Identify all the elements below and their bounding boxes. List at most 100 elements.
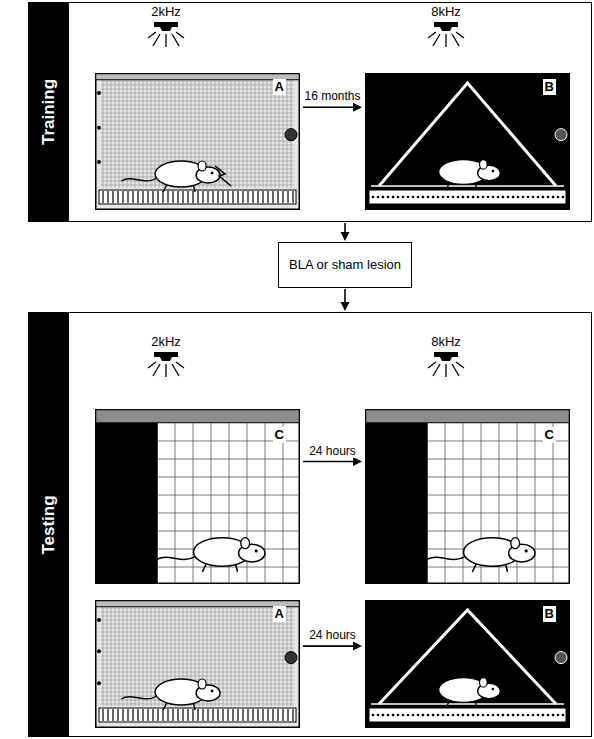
chamber-lid <box>366 410 570 423</box>
floor-bar <box>262 191 263 203</box>
mesh-line <box>101 149 294 150</box>
floor-hole <box>507 196 510 199</box>
floor-hole <box>422 196 425 199</box>
grid-line <box>157 531 299 532</box>
mesh-line <box>101 109 294 110</box>
floor-hole <box>542 714 545 717</box>
sound-ray <box>172 364 179 376</box>
floor-bar <box>232 191 233 203</box>
mesh-line <box>235 608 236 706</box>
floor-hole <box>452 196 455 199</box>
floor-bar <box>157 191 158 203</box>
triangle-insert <box>379 83 556 186</box>
floor-bar <box>197 191 198 203</box>
floor-bar <box>212 709 213 721</box>
floor-hole <box>482 714 485 717</box>
mesh-line <box>101 648 294 649</box>
mesh-line <box>101 133 294 134</box>
connector-arrow <box>303 642 362 651</box>
test-chamber: C <box>365 409 570 584</box>
floor-bar <box>152 709 153 721</box>
sound-ray <box>445 34 446 47</box>
connector-line <box>303 645 354 647</box>
floor-bar <box>257 191 258 203</box>
floor-hole <box>402 196 405 199</box>
floor-hole <box>467 196 470 199</box>
floor-bar <box>147 191 148 203</box>
floor-bar <box>222 709 223 721</box>
floor-bar <box>232 709 233 721</box>
grid-line <box>283 423 284 583</box>
chamber-lever <box>555 652 567 664</box>
floor-hole <box>532 714 535 717</box>
arrow-head <box>353 103 362 112</box>
chamber-screw <box>97 126 101 130</box>
sound-ray <box>148 32 156 38</box>
mesh-line <box>143 608 144 706</box>
rat-tail <box>426 556 466 559</box>
speaker-icon <box>428 352 464 377</box>
mesh-line <box>147 608 148 706</box>
mesh-line <box>151 608 152 706</box>
mesh-line <box>275 608 276 706</box>
floor-hole <box>377 714 380 717</box>
edge-label: 24 hours <box>308 628 357 642</box>
floor-bar <box>287 191 288 203</box>
floor-hole <box>427 714 430 717</box>
grid-line <box>553 423 554 583</box>
grid-line <box>427 531 569 532</box>
rat-tail <box>406 176 440 179</box>
mesh-line <box>101 656 294 657</box>
sound-ray <box>176 32 184 38</box>
connector-line <box>344 289 346 303</box>
floor-hole <box>522 714 525 717</box>
floor-hole <box>547 714 550 717</box>
mesh-line <box>259 608 260 706</box>
floor-hole <box>562 196 565 199</box>
floor-bar <box>117 191 118 203</box>
mesh-line <box>101 612 294 613</box>
floor-bar <box>207 709 208 721</box>
floor-hole <box>517 714 520 717</box>
floor-bar <box>117 709 118 721</box>
floor-bar <box>267 191 268 203</box>
floor-hole <box>457 714 460 717</box>
floor-hole <box>432 196 435 199</box>
process-box: BLA or sham lesion <box>278 242 412 288</box>
chamber-illustration <box>95 600 300 728</box>
mesh-line <box>227 608 228 706</box>
floor-bar <box>192 709 193 721</box>
frequency-label: 2kHz <box>151 4 181 19</box>
floor-hole <box>422 714 425 717</box>
floor-bar <box>122 191 123 203</box>
floor-bar <box>147 709 148 721</box>
floor-bar <box>217 191 218 203</box>
grid-line <box>265 423 266 583</box>
mesh-line <box>101 117 294 118</box>
dark-compartment <box>366 423 428 583</box>
mesh-line <box>255 608 256 706</box>
shock-symbol <box>215 166 231 186</box>
stage-band: Testing <box>29 313 69 736</box>
rat-tail <box>121 696 157 699</box>
mesh-line <box>107 608 108 706</box>
floor-hole <box>527 714 530 717</box>
test-chamber: B <box>365 73 570 210</box>
floor-hole <box>407 714 410 717</box>
floor-edge <box>371 703 564 705</box>
floor-bar <box>167 191 168 203</box>
grid-line <box>535 423 536 583</box>
floor-bar <box>247 191 248 203</box>
sound-ray <box>153 34 160 46</box>
mesh-line <box>139 608 140 706</box>
arrow-head <box>341 302 350 311</box>
floor-hole <box>407 196 410 199</box>
rat-figure <box>121 161 220 192</box>
chamber-lid <box>96 410 300 423</box>
floor-hole <box>447 714 450 717</box>
chamber-illustration <box>365 409 570 584</box>
rat-ear <box>198 161 206 171</box>
floor-bar <box>242 709 243 721</box>
rat-figure <box>406 160 500 189</box>
